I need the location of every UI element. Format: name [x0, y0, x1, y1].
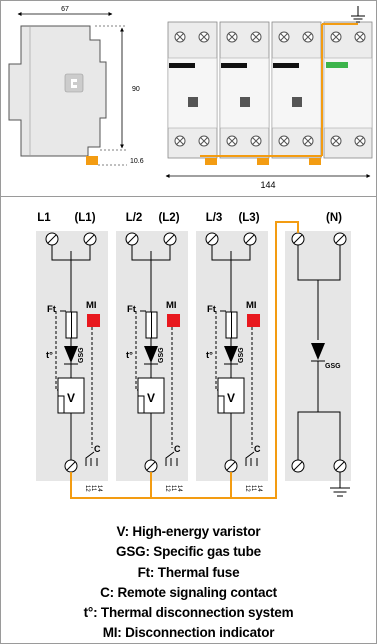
- contact-pin: 12: [84, 485, 90, 492]
- status-green-bar: [326, 62, 348, 68]
- gsg-label: GSG: [238, 347, 245, 363]
- mi-label: MI: [246, 300, 257, 311]
- schematic-module-n: GSG: [285, 231, 351, 481]
- side-connector: [86, 156, 98, 165]
- contact-label: C: [94, 444, 101, 454]
- legend-item: Ft: Thermal fuse: [137, 564, 240, 580]
- legend-item: MI: Disconnection indicator: [102, 625, 275, 641]
- width-dimension: 67: [61, 6, 69, 13]
- depth-dimension: 10.6: [130, 158, 144, 165]
- ground-icon: [330, 472, 350, 497]
- contact-pin: 11: [170, 485, 176, 492]
- varistor-label: V: [227, 391, 235, 405]
- schematic: L1 (L1) L/2 (L2) L/3 (L3) (N) Ft MI t°: [36, 212, 351, 499]
- legend-item: GSG: Specific gas tube: [116, 544, 261, 560]
- contact-label: C: [254, 444, 261, 454]
- thermal-label: t°: [126, 350, 133, 361]
- ft-label: Ft: [127, 304, 137, 315]
- bus-wiring: [70, 221, 299, 499]
- ft-label: Ft: [47, 304, 57, 315]
- terminal-label-l1-paren: (L1): [74, 212, 95, 224]
- side-view: 67 90 10.6: [8, 6, 144, 166]
- contact-pin: 14: [256, 485, 262, 492]
- schematic-module-l2: Ft MI t° GSG V C 12 11 14: [116, 231, 188, 492]
- disconnection-indicator: [167, 314, 180, 327]
- schematic-module-l1: Ft MI t° GSG V C 12 11 14: [36, 231, 108, 492]
- front-view: 144: [165, 6, 373, 190]
- section-divider: [0, 196, 377, 197]
- gsg-label: GSG: [325, 363, 341, 370]
- terminal-label-l3-paren: (L3): [238, 212, 259, 224]
- contact-pin: 14: [96, 485, 102, 492]
- varistor-label: V: [147, 391, 155, 405]
- thermal-label: t°: [46, 350, 53, 361]
- legend: V: High-energy varistor GSG: Specific ga…: [0, 522, 377, 644]
- front-module-neutral: [323, 21, 373, 159]
- ft-label: Ft: [207, 304, 217, 315]
- contact-label: C: [174, 444, 181, 454]
- terminal-label-l2-paren: (L2): [158, 212, 179, 224]
- contact-pin: 12: [164, 485, 170, 492]
- contact-pin: 12: [244, 485, 250, 492]
- contact-pin: 11: [250, 485, 256, 492]
- terminal-screws: [45, 232, 347, 473]
- varistor-label: V: [67, 391, 75, 405]
- ground-icon: [351, 6, 365, 23]
- disconnection-indicator: [247, 314, 260, 327]
- contact-pin: 14: [176, 485, 182, 492]
- contact-pin: 11: [90, 485, 96, 492]
- thermal-label: t°: [206, 350, 213, 361]
- terminal-label-n: (N): [326, 212, 342, 224]
- front-module: [271, 21, 322, 165]
- front-module: [167, 21, 218, 165]
- logo-mark: [64, 73, 84, 93]
- legend-item: t°: Thermal disconnection system: [83, 605, 294, 621]
- terminal-label-l2: L/2: [126, 212, 143, 224]
- mi-label: MI: [166, 300, 177, 311]
- terminal-label-l3: L/3: [206, 212, 223, 224]
- mi-label: MI: [86, 300, 97, 311]
- front-wiring: [200, 23, 358, 157]
- length-dimension: 144: [260, 180, 275, 190]
- terminal-label-l1: L1: [37, 212, 51, 224]
- legend-item: V: High-energy varistor: [116, 524, 261, 539]
- gsg-label: GSG: [158, 347, 165, 363]
- legend-item: C: Remote signaling contact: [100, 584, 277, 600]
- disconnection-indicator: [87, 314, 100, 327]
- gsg-label: GSG: [78, 347, 85, 363]
- height-dimension: 90: [132, 86, 140, 93]
- front-module: [219, 21, 270, 165]
- schematic-module-l3: Ft MI t° GSG V C 12 11 14: [196, 231, 268, 492]
